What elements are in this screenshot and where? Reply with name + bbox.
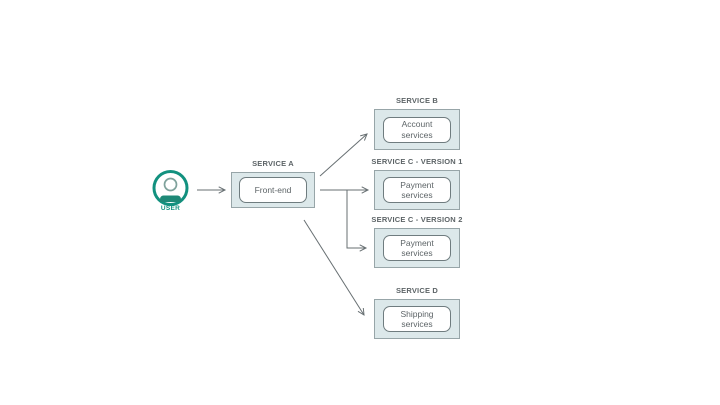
service-b-inner: Account services (383, 116, 451, 143)
edge-service-a-to-service-b (319, 133, 368, 177)
service-c-version-2-inner: Payment services (383, 235, 451, 261)
user-label: USER (160, 205, 181, 212)
node-service-c-version-2: SERVICE C - VERSION 2 Payment services (371, 215, 462, 268)
service-a-title: SERVICE A (252, 159, 294, 168)
user-icon (152, 170, 189, 206)
node-service-b: SERVICE B Account services (374, 96, 460, 150)
node-service-c-version-1: SERVICE C - VERSION 1 Payment services (371, 157, 462, 210)
service-c-version-2-box: Payment services (374, 228, 460, 268)
node-service-a: SERVICE A Front-end (231, 159, 315, 208)
edge-service-a-to-service-c2 (346, 190, 368, 252)
service-d-title: SERVICE D (395, 286, 439, 295)
service-b-title: SERVICE B (395, 96, 439, 105)
service-a-inner: Front-end (239, 177, 307, 203)
service-b-box: Account services (374, 109, 460, 150)
service-d-inner: Shipping services (383, 306, 451, 332)
node-service-d: SERVICE D Shipping services (374, 286, 460, 339)
edge-service-a-to-service-d (303, 219, 365, 316)
service-c-version-1-box: Payment services (374, 170, 460, 210)
service-c-version-2-title: SERVICE C - VERSION 2 (371, 215, 463, 224)
service-c-version-1-title: SERVICE C - VERSION 1 (371, 157, 463, 166)
service-c-version-1-inner: Payment services (383, 177, 451, 203)
service-a-box: Front-end (231, 172, 315, 208)
service-d-box: Shipping services (374, 299, 460, 339)
